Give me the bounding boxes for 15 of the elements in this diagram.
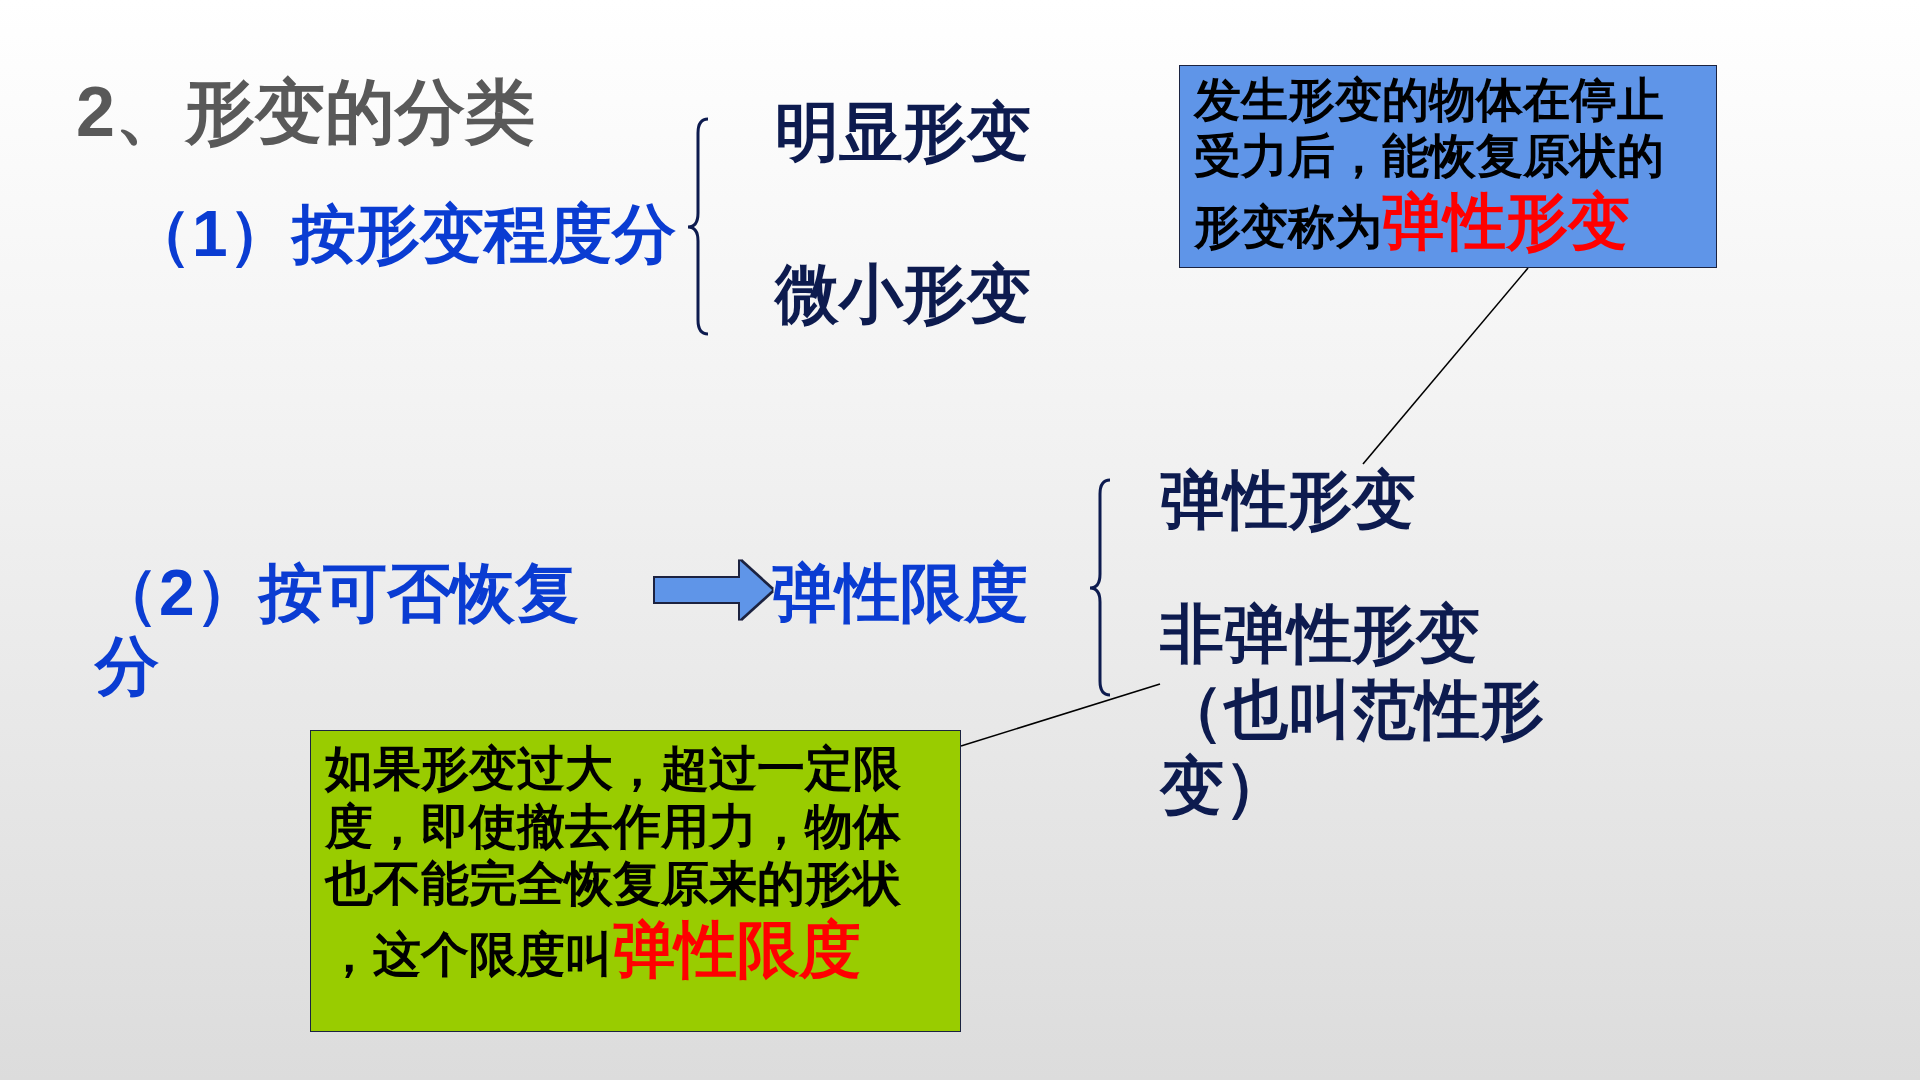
definition-text: 发生形变的物体在停止受力后，能恢复原状的形变称为弹性形变 [1194,72,1665,258]
definition-box [1179,65,1717,268]
block-arrow [655,561,772,619]
term-text: 微小形变 [775,258,1031,331]
leader-line [960,683,1161,747]
leader-line [1362,267,1529,465]
definition-text: 如果形变过大，超过一定限度，即使撤去作用力，物体也不能完全恢复原来的形状，这个限度叫弹性限度 [325,741,902,986]
term-text: 弹性形变 [1160,464,1416,537]
term-text: 弹性限度 [772,557,1028,630]
term-text: 非弹性形变（也叫范性形变） [1160,596,1560,824]
term-text: 明显形变 [775,96,1031,169]
definition-box [310,730,961,1032]
heading-text: （1）按形变程度分 [128,198,676,271]
heading-text: （2）按可否恢复分 [95,557,655,703]
slide-title: 2、形变的分类 [76,72,535,153]
